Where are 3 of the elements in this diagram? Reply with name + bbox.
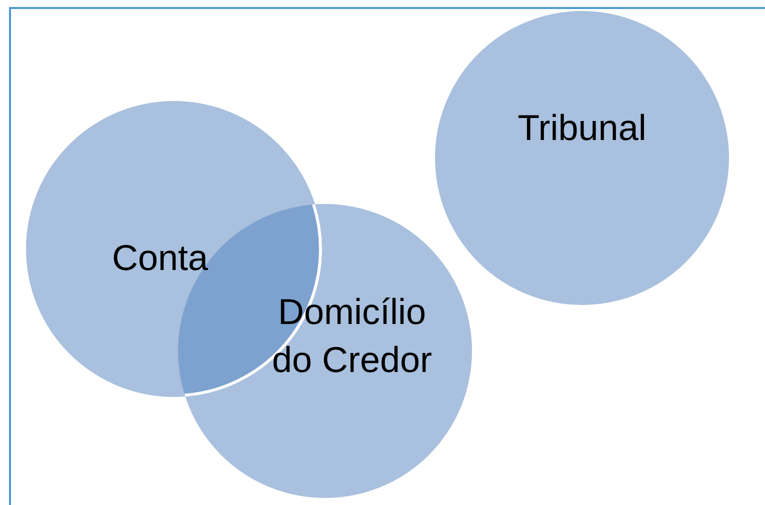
circle-label: Tribunal [516, 106, 648, 150]
circle-label: Domicílio do Credor [270, 290, 434, 382]
circle-label: Conta [110, 236, 210, 280]
